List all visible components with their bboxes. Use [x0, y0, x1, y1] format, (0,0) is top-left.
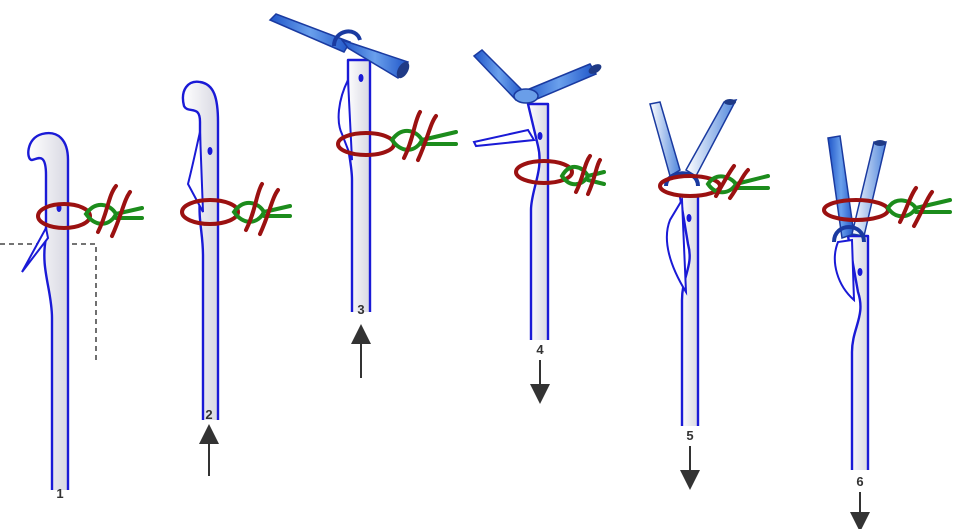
- needle-eye: [857, 268, 863, 276]
- thread-knot: [513, 88, 539, 104]
- loop-red-tails: [402, 110, 438, 162]
- needle-shaft: [181, 80, 220, 420]
- thread-hook: [832, 225, 866, 243]
- needle-shaft: [27, 131, 70, 490]
- needle-shaft: [345, 58, 372, 312]
- step-5: 5: [649, 99, 770, 490]
- thread-end: [588, 64, 602, 74]
- latch: [472, 128, 536, 148]
- thread-hook: [332, 29, 362, 47]
- loop-red-tails: [244, 182, 280, 236]
- step-label: 2: [205, 407, 212, 422]
- step-1: 1: [0, 131, 144, 501]
- thread-right: [339, 38, 410, 80]
- loop-red: [514, 159, 574, 185]
- latch: [21, 225, 50, 273]
- thread-end: [396, 61, 410, 79]
- step-label: 1: [56, 486, 63, 501]
- loop-red-tails: [96, 184, 132, 238]
- step-label: 4: [536, 342, 544, 357]
- thread-left: [827, 135, 855, 239]
- thread-right: [684, 99, 738, 178]
- latch: [833, 238, 856, 303]
- thread-end: [724, 99, 736, 105]
- step-6: 6: [822, 135, 952, 529]
- thread-left: [268, 13, 352, 53]
- latch: [665, 196, 688, 296]
- needle-eye: [358, 74, 364, 82]
- loop-red: [180, 198, 240, 226]
- step-label: 5: [686, 428, 693, 443]
- loop-red-tails: [574, 154, 602, 196]
- step-3: 3: [268, 13, 458, 378]
- step-2: 2: [180, 80, 292, 476]
- thread-hook: [664, 171, 700, 187]
- loop-green: [231, 201, 292, 224]
- step-label: 6: [856, 474, 863, 489]
- guide-line: [0, 243, 97, 360]
- latch: [337, 76, 353, 161]
- loop-red-tails: [898, 186, 934, 228]
- thread-left: [649, 101, 681, 178]
- needle-eye: [686, 214, 692, 222]
- needle-eye: [537, 132, 543, 140]
- thread-end: [874, 140, 886, 146]
- step-label: 3: [357, 302, 364, 317]
- latch: [186, 131, 204, 213]
- loop-green: [83, 203, 144, 226]
- loop-red-tails: [714, 164, 750, 200]
- needle-eye: [207, 147, 213, 155]
- step-4: 4: [472, 49, 606, 404]
